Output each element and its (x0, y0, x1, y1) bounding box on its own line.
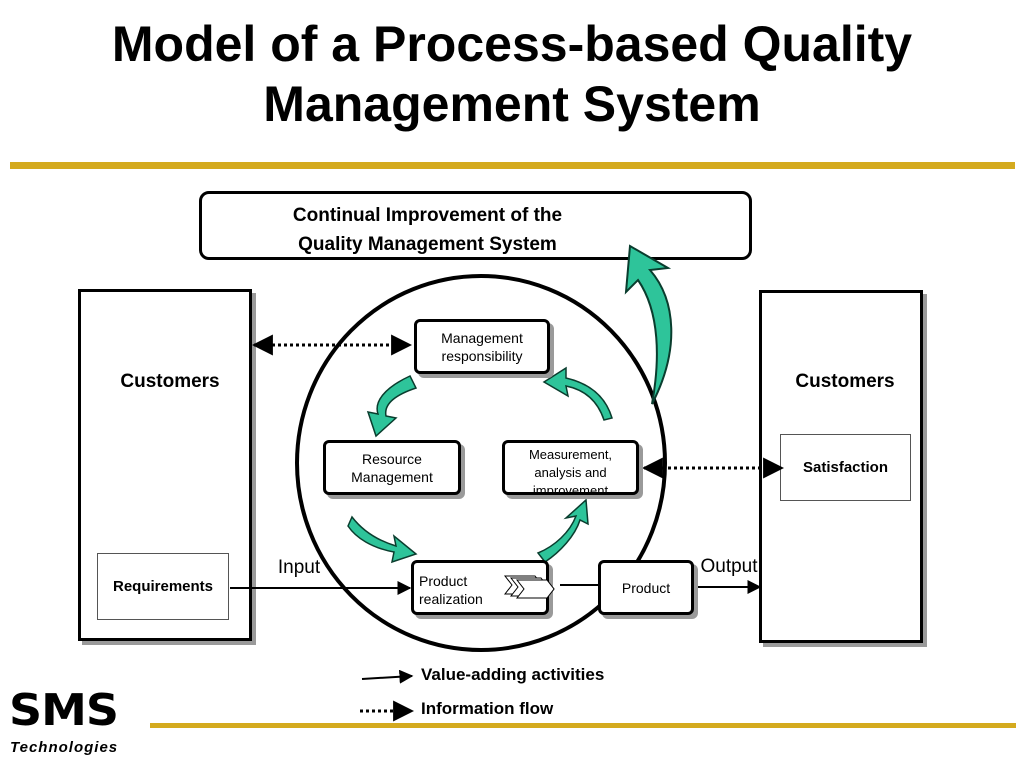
legend-solid-line-sample (361, 669, 414, 684)
cycle-arrow-management-to-resource (366, 375, 418, 438)
page-title: Model of a Process-based Quality Managem… (0, 14, 1024, 134)
resource-line-2: Management (351, 468, 433, 485)
requirements-box: Requirements (97, 553, 229, 620)
resource-management-box: Resource Management (323, 440, 461, 495)
input-label: Input (277, 557, 321, 578)
continual-improvement-line-2: Quality Management System (298, 234, 557, 255)
realization-line-1: Product (419, 573, 468, 589)
measurement-analysis-box: Measurement, analysis and improvement (502, 440, 639, 495)
realization-line-2: realization (419, 591, 483, 607)
output-label: Output (700, 556, 758, 577)
satisfaction-box: Satisfaction (780, 434, 911, 501)
product-realization-box: Product realization (411, 560, 549, 615)
management-line-1: Management (441, 329, 523, 346)
measurement-line-1: Measurement, (528, 447, 613, 462)
continual-improvement-box (199, 191, 752, 260)
page-title-line-1: Model of a Process-based Quality (111, 16, 913, 72)
sms-logo-mark: SMS (9, 684, 119, 736)
footer-divider (150, 723, 1016, 728)
improvement-arrow (624, 244, 673, 405)
product-box: Product (598, 560, 694, 615)
legend-value-adding: Value-adding activities (421, 665, 605, 684)
management-responsibility-box: Management responsibility (414, 319, 550, 374)
cycle-arrow-realization-to-measurement (536, 498, 589, 564)
continual-improvement-label: Continual Improvement of the Quality Man… (220, 201, 635, 259)
title-divider (10, 162, 1015, 169)
resource-line-1: Resource (362, 450, 422, 467)
customers-left-label: Customers (120, 371, 220, 392)
continual-improvement-line-1: Continual Improvement of the (292, 205, 563, 226)
cycle-arrow-resource-to-realization (347, 515, 418, 564)
measurement-line-3: improvement (532, 483, 609, 495)
legend-information-flow: Information flow (421, 699, 554, 718)
measurement-line-2: analysis and (534, 465, 607, 480)
page-title-line-2: Management System (263, 76, 761, 132)
customers-right-label: Customers (795, 371, 895, 392)
sms-logo-subtitle: Technologies (10, 739, 119, 756)
cycle-arrow-measurement-to-management (542, 366, 613, 421)
management-line-2: responsibility (441, 347, 523, 364)
